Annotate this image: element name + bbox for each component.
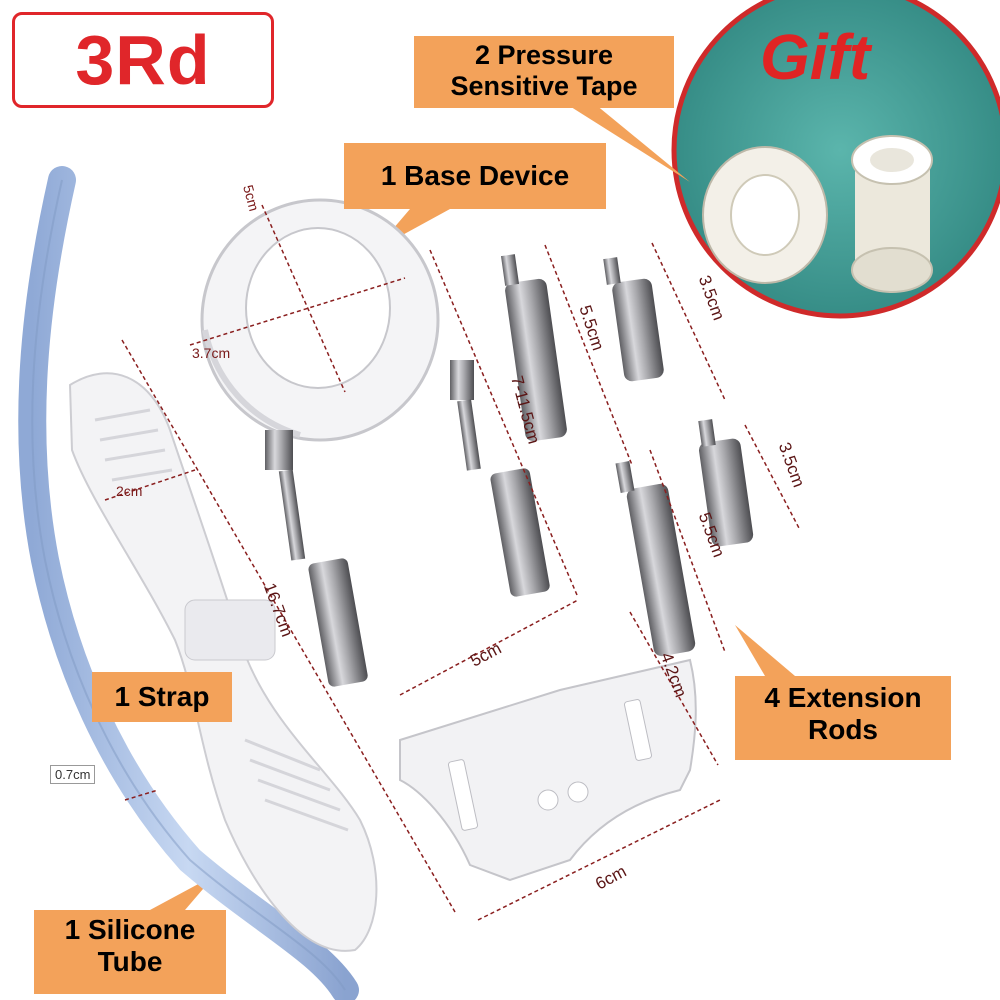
- pressure-tape-callout: 2 Pressure Sensitive Tape: [414, 36, 674, 108]
- measurement-lines: [104, 204, 801, 921]
- callout-line: Rods: [808, 714, 878, 746]
- ring-width-measure: 3.7cm: [192, 345, 231, 361]
- extension-rods-callout: 4 Extension Rods: [735, 676, 951, 760]
- callout-line: 2 Pressure: [474, 40, 614, 70]
- version-badge: 3Rd: [12, 12, 274, 108]
- base-device-ring: [200, 198, 440, 442]
- base-device-callout: 1 Base Device: [344, 143, 606, 209]
- gift-label: Gift: [760, 21, 871, 93]
- callout-line: Sensitive Tape: [450, 71, 638, 102]
- rods-callout-pointer: [735, 625, 795, 676]
- callout-line: 4 Extension: [764, 682, 922, 713]
- silicone-tube-callout: 1 Silicone Tube: [34, 910, 226, 994]
- tape-roll-back: [851, 135, 933, 293]
- strap-width-measure: 2cm: [116, 483, 143, 499]
- extension-rods: [500, 254, 754, 657]
- strap: [68, 372, 378, 952]
- callout-line: 1 Silicone: [64, 914, 196, 945]
- clip: [399, 658, 697, 882]
- tube-diameter-measure: 0.7cm: [50, 765, 96, 784]
- callout-line: Tube: [97, 946, 163, 978]
- gift-circle: [671, 0, 1000, 319]
- tape-callout-pointer: [560, 100, 690, 182]
- base-device-rods: [265, 360, 550, 687]
- tape-roll-front: [702, 146, 828, 284]
- strap-callout: 1 Strap: [92, 672, 232, 722]
